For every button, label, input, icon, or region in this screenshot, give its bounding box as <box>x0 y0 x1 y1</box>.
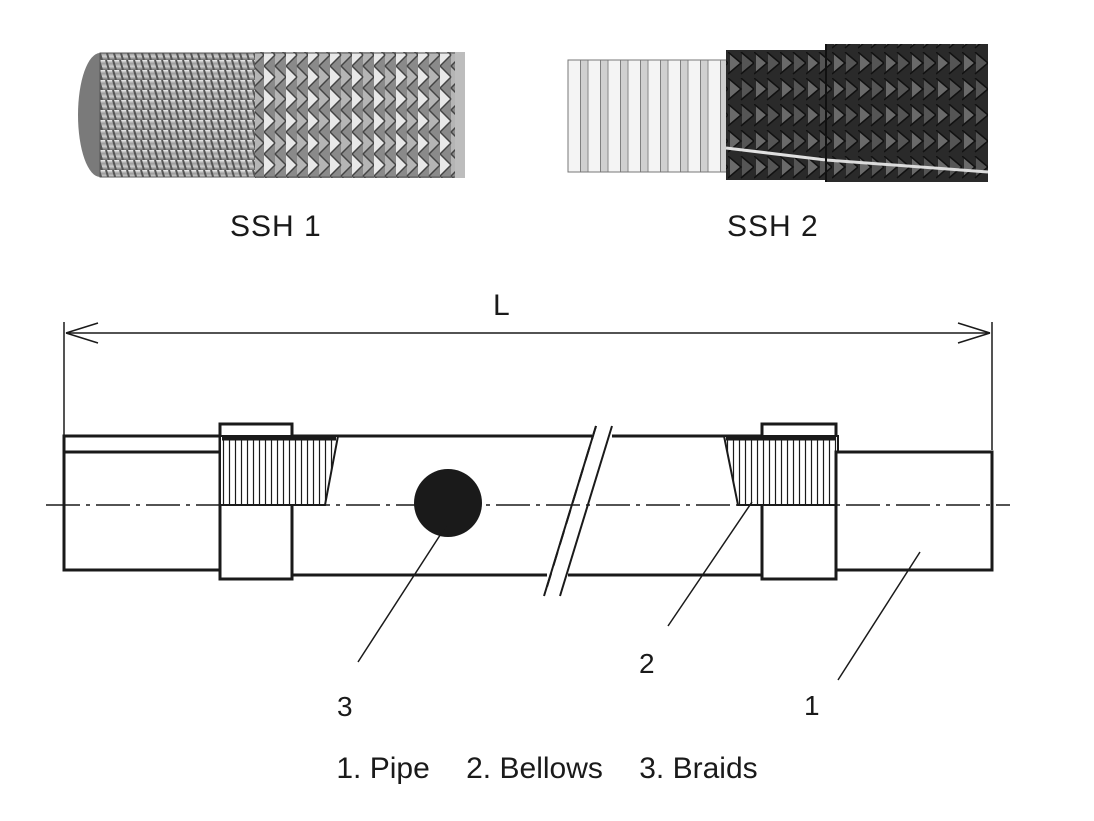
legend-item-pipe: 1. Pipe <box>336 752 429 785</box>
ssh2-hose-picture <box>567 44 989 182</box>
legend-number: 1. <box>336 752 362 785</box>
right-pipe-end <box>834 450 994 572</box>
callout-3: 3 <box>337 691 353 722</box>
length-label: L <box>493 289 510 322</box>
legend-name: Braids <box>672 752 758 785</box>
legend-number: 2. <box>466 752 492 785</box>
parts-legend: 1. Pipe 2. Bellows 3. Braids <box>0 752 1094 786</box>
legend-name: Pipe <box>369 752 430 785</box>
legend-number: 3. <box>639 752 665 785</box>
leader-line-2 <box>667 501 753 627</box>
legend-name: Bellows <box>499 752 603 785</box>
break-lines <box>543 425 613 597</box>
ssh1-hose-picture <box>78 52 465 178</box>
legend-item-bellows: 2. Bellows <box>466 752 603 785</box>
break-lines-dashed <box>545 425 597 591</box>
leader-line-3 <box>357 525 447 663</box>
braid-section-marker <box>414 469 482 537</box>
left-bellows <box>219 435 340 506</box>
leader-line-1 <box>837 551 921 681</box>
hose-body <box>292 434 762 577</box>
ssh2-label: SSH 2 <box>727 210 819 243</box>
legend-item-braids: 3. Braids <box>639 752 757 785</box>
length-dimension <box>63 322 993 450</box>
left-pipe-end <box>62 434 222 572</box>
ssh1-label: SSH 1 <box>230 210 322 243</box>
callout-2: 2 <box>639 648 655 679</box>
technical-drawing <box>46 322 1010 681</box>
callout-1: 1 <box>804 690 820 721</box>
right-bellows <box>722 435 839 506</box>
